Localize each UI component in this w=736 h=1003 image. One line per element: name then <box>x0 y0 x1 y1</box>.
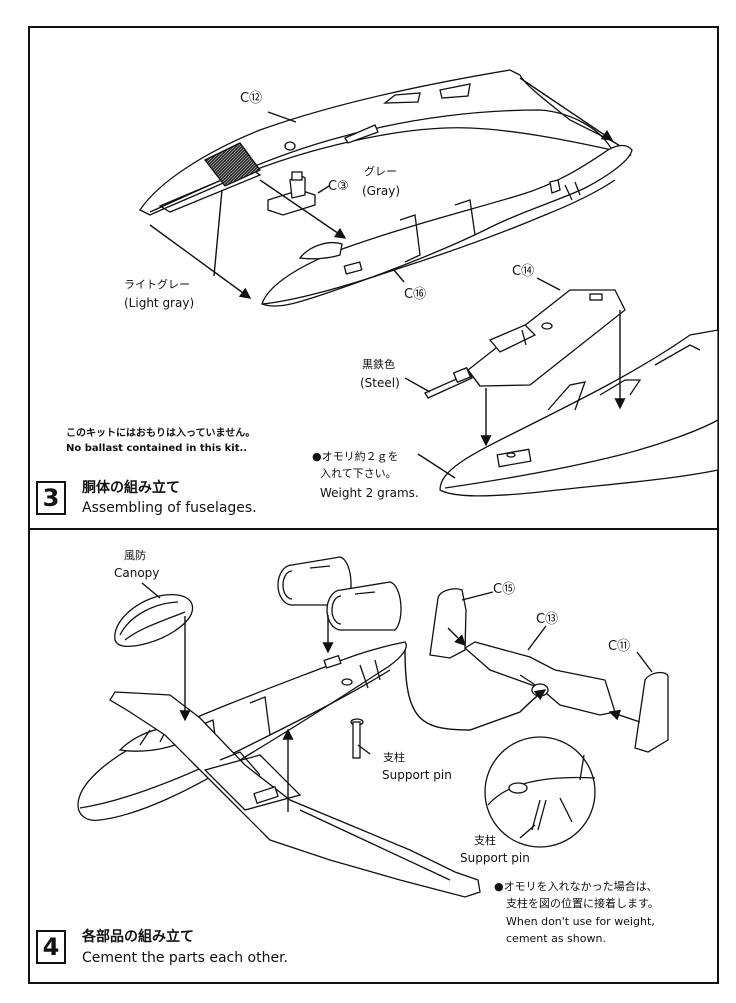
step-4-title-en: Cement the parts each other. <box>82 950 289 966</box>
leader-c11 <box>636 651 653 673</box>
vertical-fin-c15 <box>429 588 467 659</box>
label-part-c16: C⑯ <box>404 287 427 302</box>
support-pin <box>350 718 364 759</box>
step-4-title-jp: 各部品の組み立て <box>82 929 194 945</box>
ballast-note-en: No ballast contained in this kit.. <box>66 443 248 454</box>
vertical-fin-c11 <box>634 671 669 753</box>
label-pin2-en: Support pin <box>460 851 530 865</box>
horizontal-tail-c13 <box>463 641 616 716</box>
label-part-c13: C⑬ <box>536 612 559 627</box>
label-steel-jp: 黒鉄色 <box>362 358 395 371</box>
leader-c3 <box>317 185 330 194</box>
leader-weight <box>417 453 456 479</box>
label-part-c14: C⑭ <box>512 264 535 279</box>
engine-nacelles <box>277 556 402 631</box>
arrow-c12-tail <box>519 77 614 141</box>
detail-inset <box>484 736 596 848</box>
support-note-en-2: cement as shown. <box>506 932 606 945</box>
label-part-c3: C③ <box>328 179 349 194</box>
step-number-3: 3 <box>36 481 66 515</box>
label-lightgray-en: (Light gray) <box>124 296 195 310</box>
step-3-title-en: Assembling of fuselages. <box>82 500 257 516</box>
label-steel-en: (Steel) <box>360 376 400 390</box>
label-part-c11: C⑪ <box>608 639 631 654</box>
label-pin2-jp: 支柱 <box>474 834 496 847</box>
part-c3-bracket <box>267 171 316 216</box>
main-wing <box>109 691 481 898</box>
label-part-c12: C⑫ <box>240 91 263 106</box>
leader-c14 <box>536 277 561 291</box>
arrow-c15 <box>447 627 466 646</box>
fuselage-half-c12 <box>139 69 632 216</box>
support-note-en-1: When don't use for weight, <box>506 915 655 928</box>
arrow-c11 <box>608 709 641 723</box>
step-number-4: 4 <box>36 930 66 964</box>
leader-c13 <box>527 625 547 651</box>
sheet-frame <box>28 26 719 984</box>
label-canopy-en: Canopy <box>114 566 160 580</box>
ballast-note-jp: このキットにはおもりは入っていません。 <box>66 428 256 439</box>
arrow-c12-nose <box>149 224 252 299</box>
label-pin-jp: 支柱 <box>383 751 405 764</box>
gun-barrel <box>424 366 473 399</box>
lower-fuselage <box>439 329 719 497</box>
leader-c12 <box>267 111 297 123</box>
label-canopy-jp: 風防 <box>124 549 146 562</box>
leader-pin2 <box>519 824 536 839</box>
weight-note-jp-1: ●オモリ約２ｇを <box>312 450 399 463</box>
weight-note-jp-2: 入れて下さい。 <box>320 467 397 480</box>
label-gray-jp: グレー <box>364 165 397 178</box>
step-3-title-jp: 胴体の組み立て <box>82 480 180 496</box>
leader-lightgray <box>213 189 223 277</box>
leader-steel <box>404 377 431 393</box>
canopy-part <box>114 594 194 647</box>
support-note-jp-2: 支柱を図の位置に接着します。 <box>506 897 659 910</box>
leader-c16 <box>393 269 405 283</box>
label-part-c15: C⑮ <box>493 582 516 597</box>
label-gray-en: (Gray) <box>362 184 401 198</box>
label-lightgray-jp: ライトグレー <box>124 278 190 291</box>
leader-c15 <box>461 591 494 601</box>
leader-pin <box>357 744 371 755</box>
leader-canopy <box>141 582 161 599</box>
label-pin-en: Support pin <box>382 768 452 782</box>
part-c14 <box>467 289 626 387</box>
weight-note-en: Weight 2 grams. <box>320 486 419 500</box>
support-note-jp-1: ●オモリを入れなかった場合は、 <box>494 880 658 893</box>
fuselage-assembled <box>77 641 407 821</box>
arrow-tail <box>404 649 547 731</box>
arrow-c3 <box>259 179 347 239</box>
fuselage-half-c16 <box>261 144 633 307</box>
